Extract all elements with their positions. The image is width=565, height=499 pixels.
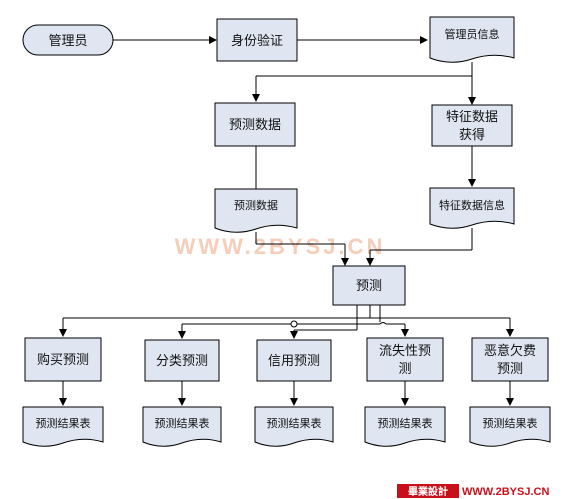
node-feature-acquire-line2: 获得 (459, 127, 485, 143)
node-churn-predict-line2: 测 (398, 362, 411, 377)
node-credit-predict-label: 信用预测 (268, 354, 320, 369)
node-feature-acquire-line1: 特征数据 (446, 110, 498, 125)
node-arrears-predict-line2: 预测 (497, 362, 523, 377)
node-predict-data-label: 预测数据 (229, 118, 281, 133)
node-arrears-predict: 恶意欠费 预测 (471, 337, 549, 382)
node-arrears-predict-line1: 恶意欠费 (484, 343, 536, 359)
node-feature-info-label: 特征数据信息 (439, 198, 505, 212)
node-result-purchase-label: 预测结果表 (36, 416, 91, 430)
node-result-credit: 预测结果表 (254, 406, 334, 447)
node-result-churn-label: 预测结果表 (378, 416, 433, 430)
node-result-arrears: 预测结果表 (469, 406, 551, 447)
node-result-arrears-label: 预测结果表 (483, 416, 538, 430)
node-feature-acquire: 特征数据 获得 (431, 104, 513, 147)
node-predict-label: 预测 (356, 279, 382, 294)
node-admin: 管理员 (22, 24, 114, 56)
node-auth: 身份验证 (216, 18, 298, 62)
node-classify-predict: 分类预测 (144, 339, 220, 382)
center-watermark: WWW.2BYSJ.CN (175, 234, 386, 259)
node-purchase-predict: 购买预测 (24, 337, 102, 382)
footer-brand: 畢業設計 (408, 485, 448, 498)
node-predict-data-doc-label: 预测数据 (234, 198, 278, 212)
node-feature-info: 特征数据信息 (429, 187, 515, 229)
node-churn-predict: 流失性预 测 (366, 337, 444, 382)
node-predict-data: 预测数据 (214, 102, 296, 147)
node-admin-label: 管理员 (48, 34, 87, 49)
node-admin-info-label: 管理员信息 (445, 27, 500, 41)
node-result-credit-label: 预测结果表 (267, 416, 322, 430)
node-result-classify-label: 预测结果表 (155, 416, 210, 430)
node-auth-label: 身份验证 (231, 33, 283, 49)
node-classify-predict-label: 分类预测 (156, 354, 208, 369)
footer-watermark: 畢業設計 WWW.2BYSJ.CN (397, 484, 549, 498)
node-predict: 预测 (332, 265, 406, 306)
node-result-purchase: 预测结果表 (22, 406, 104, 447)
node-predict-data-doc: 预测数据 (214, 188, 298, 233)
node-credit-predict: 信用预测 (256, 339, 332, 382)
node-churn-predict-line1: 流失性预 (379, 344, 431, 359)
node-purchase-predict-label: 购买预测 (37, 352, 89, 368)
footer-url: WWW.2BYSJ.CN (462, 486, 549, 498)
node-result-churn: 预测结果表 (364, 406, 446, 447)
connectors (59, 36, 514, 406)
node-result-classify: 预测结果表 (142, 406, 222, 447)
node-admin-info: 管理员信息 (429, 16, 515, 63)
